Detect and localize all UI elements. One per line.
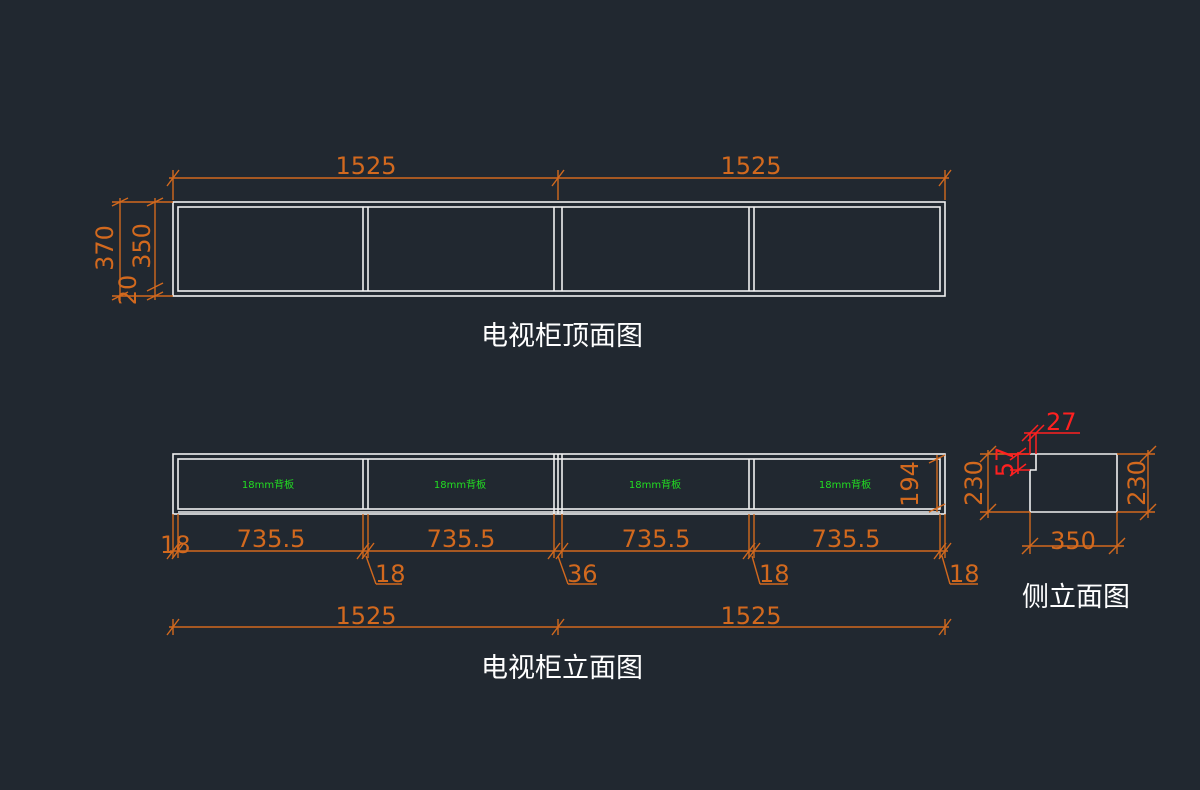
front-view: 18mm背板 18mm背板 18mm背板 18mm背板 194 [160,453,980,684]
front-height-dimension: 194 [896,454,946,513]
side-height-dimension-left: 230 [960,445,1030,521]
top-view-title: 电视柜顶面图 [481,321,643,352]
side-view-outline [1029,453,1118,513]
front-view-outline [172,453,946,515]
side-view: 230 230 350 27 [960,408,1157,613]
back-panel-note: 18mm背板 [629,478,681,491]
top-depth-inner-label: 350 [128,223,156,269]
notch-dimensions: 27 57 [991,408,1080,477]
overall-width-label-left: 1525 [335,602,396,630]
side-depth-dimension: 350 [1021,512,1126,555]
partition-label: 18 [759,560,790,588]
partition-label: 18 [949,560,980,588]
notch-width-label: 27 [1046,408,1077,436]
overall-width-dimension: 1525 1525 [166,602,952,636]
side-depth-label: 350 [1050,527,1096,555]
front-inner-height-label: 194 [896,461,924,507]
partition-label: 36 [567,560,598,588]
side-height-dimension-right: 230 [1117,445,1157,521]
back-panel-note: 18mm背板 [819,478,871,491]
top-depth-dimensions: 370 350 20 [91,197,173,306]
end-panel-label-left: 18 [160,531,191,559]
overall-width-label-right: 1525 [720,602,781,630]
top-view-outline [172,201,946,297]
side-view-title: 侧立面图 [1022,582,1130,613]
back-panel-note: 18mm背板 [242,478,294,491]
top-back-thickness-label: 20 [114,275,142,306]
notch-height-label: 57 [991,447,1019,478]
partition-label: 18 [375,560,406,588]
side-height-label-left: 230 [960,460,988,506]
top-width-label-right: 1525 [720,152,781,180]
top-view: 1525 1525 370 350 20 电视柜顶面图 [91,152,952,352]
top-depth-total-label: 370 [91,225,119,271]
bay-width-label: 735.5 [237,525,306,553]
side-height-label-right: 230 [1123,460,1151,506]
bay-width-label: 735.5 [427,525,496,553]
front-view-title: 电视柜立面图 [481,653,643,684]
top-width-dimension: 1525 1525 [166,152,952,200]
bay-width-dimension: 735.5 735.5 735.5 735.5 18 18 36 18 18 [160,514,980,588]
top-width-label-left: 1525 [335,152,396,180]
back-panel-note: 18mm背板 [434,478,486,491]
bay-width-label: 735.5 [812,525,881,553]
bay-width-label: 735.5 [622,525,691,553]
